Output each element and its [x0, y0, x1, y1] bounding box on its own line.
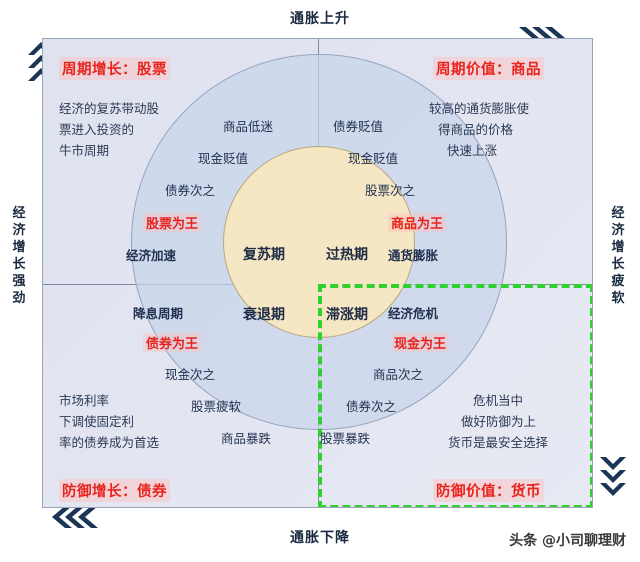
quadrant-condition-top-right: 通货膨胀 [388, 248, 439, 263]
quadrant-rank-top-left-1: 商品低迷 [223, 119, 274, 134]
quadrant-rank-top-right-1: 债券贬值 [333, 119, 384, 134]
quadrant-rank-bottom-right-1: 商品次之 [373, 367, 424, 382]
quadrant-header-bottom-right: 防御价值：货币 [433, 479, 544, 502]
axis-label-right: 经济增长疲软 [611, 206, 625, 306]
quadrant-king-bottom-right: 现金为王 [391, 333, 450, 352]
quadrant-rank-top-left-2: 现金贬值 [198, 151, 249, 166]
quadrant-desc-bottom-left-1: 市场利率 [59, 393, 110, 408]
quadrant-rank-bottom-left-1: 现金次之 [165, 367, 216, 382]
axis-label-left: 经济增长强劲 [12, 206, 26, 306]
phase-label-recovery: 复苏期 [243, 247, 285, 263]
arrow-left-icon [52, 505, 98, 529]
quadrant-king-top-left: 股票为王 [143, 213, 202, 232]
plot-area: 周期增长：股票 经济的复苏带动股 票进入投资的 牛市周期 商品低迷 现金贬值 债… [42, 38, 593, 508]
quadrant-desc-bottom-right-3: 货币是最安全选择 [448, 435, 549, 450]
phase-label-stagflation: 滞涨期 [326, 307, 368, 323]
quadrant-rank-top-right-3: 股票次之 [365, 183, 416, 198]
quadrant-condition-bottom-right: 经济危机 [388, 306, 439, 321]
quadrant-desc-top-right-2: 得商品的价格 [438, 122, 514, 137]
watermark: 头条 @小司聊理财 [509, 533, 626, 549]
quadrant-header-bottom-left: 防御增长：债券 [59, 479, 170, 502]
quadrant-rank-bottom-right-3: 股票暴跌 [320, 431, 371, 446]
quadrant-rank-top-left-3: 债券次之 [165, 183, 216, 198]
quadrant-desc-top-right-3: 快速上涨 [447, 143, 498, 158]
quadrant-desc-top-left-3: 牛市周期 [59, 143, 110, 158]
quadrant-rank-bottom-left-3: 商品暴跌 [221, 431, 272, 446]
quadrant-desc-bottom-right-1: 危机当中 [473, 393, 524, 408]
quadrant-rank-bottom-left-2: 股票疲软 [191, 399, 242, 414]
quadrant-rank-bottom-right-2: 债券次之 [346, 399, 397, 414]
quadrant-desc-bottom-left-3: 率的债券成为首选 [59, 435, 160, 450]
quadrant-header-top-left: 周期增长：股票 [59, 57, 170, 80]
quadrant-header-top-right: 周期价值：商品 [433, 57, 544, 80]
quadrant-condition-bottom-left: 降息周期 [133, 306, 184, 321]
phase-label-overheat: 过热期 [326, 247, 368, 263]
axis-label-bottom: 通胀下降 [290, 530, 350, 546]
quadrant-desc-bottom-right-2: 做好防御为上 [461, 414, 537, 429]
quadrant-desc-top-left-1: 经济的复苏带动股 [59, 101, 160, 116]
quadrant-desc-top-right-1: 较高的通货膨胀使 [429, 101, 530, 116]
quadrant-desc-bottom-left-2: 下调使固定利 [59, 414, 135, 429]
arrow-down-icon [600, 450, 626, 496]
quadrant-condition-top-left: 经济加速 [126, 248, 177, 263]
quadrant-king-bottom-left: 债券为王 [143, 333, 202, 352]
quadrant-king-top-right: 商品为王 [388, 213, 447, 232]
quadrant-desc-top-left-2: 票进入投资的 [59, 122, 135, 137]
axis-label-top: 通胀上升 [290, 11, 350, 27]
phase-label-recession: 衰退期 [243, 307, 285, 323]
quadrant-rank-top-right-2: 现金贬值 [348, 151, 399, 166]
